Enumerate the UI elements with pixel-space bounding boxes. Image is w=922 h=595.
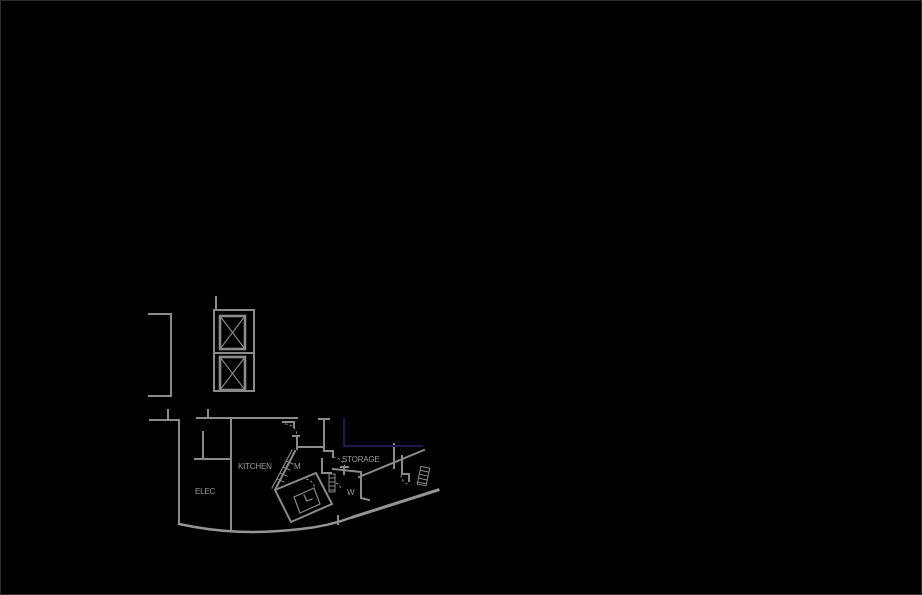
wall-lines (148, 296, 426, 530)
storage-accent-lines (343, 418, 423, 447)
mens-lower-wall (321, 458, 332, 474)
room-label-storage: STORAGE (342, 455, 380, 464)
elevator-shafts (218, 314, 247, 392)
kitchen-door-jamb (282, 421, 295, 428)
tilted-room-double-wall (271, 449, 293, 489)
room-label-kitchen: KITCHEN (238, 462, 272, 471)
mens-entry-wall (323, 450, 334, 458)
storage-right-door-arc (400, 474, 411, 486)
storage-entry-door-arc (332, 456, 346, 468)
kitchen-door-arc (284, 423, 298, 438)
tilted-room-door-arc (305, 478, 316, 490)
tilted-room-walls (273, 449, 334, 524)
ladder-fixture-icon (416, 465, 431, 487)
outer-walls (177, 488, 440, 534)
tilted-room-fixture (293, 487, 321, 514)
door-swing-arcs (284, 423, 411, 491)
wall-hatch-marks (276, 460, 294, 483)
room-label-mens-restroom: M (294, 462, 301, 471)
storage-door-jog-wall (401, 455, 410, 482)
room-labels: ELEC KITCHEN M W STORAGE (195, 455, 380, 497)
storage-lower-diagonal-wall (351, 488, 440, 519)
vestibule-right-wall (318, 418, 330, 452)
storage-boundary-accent-line (343, 418, 423, 447)
curved-exterior-wall (177, 515, 355, 534)
room-label-elec: ELEC (195, 487, 216, 496)
left-wall-bracket (148, 313, 172, 397)
fixtures (328, 465, 431, 493)
room-label-womens-restroom: W (347, 488, 355, 497)
elevator-shaft-2-icon (218, 355, 247, 392)
hatched-wall-icon (328, 473, 336, 493)
elevator-shaft-1-icon (218, 314, 247, 351)
womens-door-arc (335, 482, 342, 491)
storage-upper-diagonal-wall (357, 448, 426, 479)
